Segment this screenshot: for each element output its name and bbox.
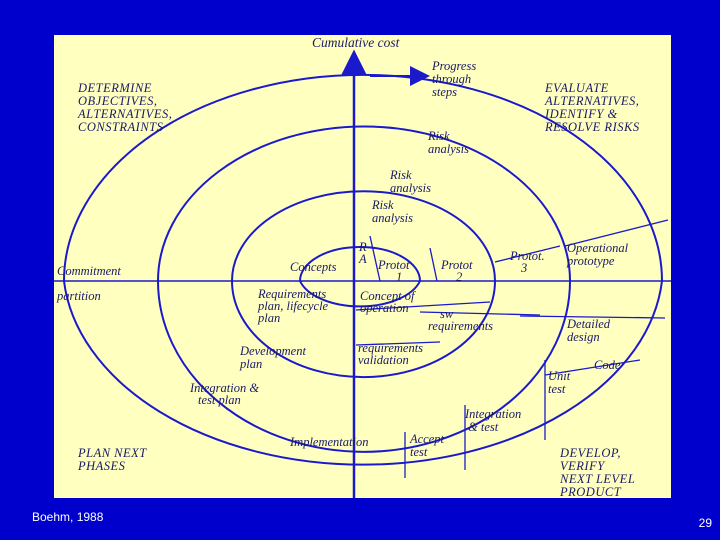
requirements-validation-label: requirements — [358, 341, 423, 355]
progress-label-line-1: Progress — [431, 59, 476, 73]
code-label: Code — [594, 358, 621, 372]
requirements-plan-label: plan — [257, 311, 280, 325]
prototype-3-label: 3 — [520, 261, 527, 275]
integration-test-label: & test — [468, 420, 499, 434]
commitment-label: Commitment — [57, 264, 121, 278]
sw-requirements-label: sw — [440, 307, 454, 321]
development-plan-label: Development — [239, 344, 306, 358]
acceptance-test-label: test — [410, 445, 428, 459]
progress-label-line-3: steps — [432, 85, 457, 99]
development-plan-label: plan — [239, 357, 262, 371]
spiral — [63, 73, 664, 466]
quadrant-top-right-line: EVALUATE — [544, 81, 609, 95]
quadrant-bottom-left: PLAN NEXT PHASES — [77, 446, 147, 473]
concept-of-operation-label: operation — [360, 301, 409, 315]
detailed-design-label: design — [567, 330, 600, 344]
source-citation: Boehm, 1988 — [32, 510, 104, 524]
quadrant-bottom-left-line: PHASES — [77, 459, 126, 473]
quadrant-bottom-right-line: PRODUCT — [559, 485, 622, 499]
quadrant-top-left-line: ALTERNATIVES, — [77, 107, 172, 121]
quadrant-top-right-line: IDENTIFY & — [544, 107, 618, 121]
divider-sw-requirements — [419, 311, 541, 316]
quadrant-bottom-left-line: PLAN NEXT — [77, 446, 147, 460]
integration-test-plan-label: Integration & — [189, 381, 259, 395]
quadrant-bottom-right-line: DEVELOP, — [559, 446, 621, 460]
unit-test-label: test — [548, 382, 566, 396]
quadrant-top-left-line: DETERMINE — [77, 81, 152, 95]
progress-label-line-2: through — [432, 72, 471, 86]
quadrant-bottom-right: DEVELOP, VERIFY NEXT LEVEL PRODUCT — [559, 446, 635, 499]
quadrant-top-left-line: CONSTRAINTS — [78, 120, 164, 134]
divider-operational — [564, 219, 669, 247]
spiral-loop-2 — [231, 190, 497, 379]
divider-requirements-validation — [355, 341, 441, 346]
implementation-label: Implementation — [289, 435, 368, 449]
prototype-2-label: Protot — [440, 258, 473, 272]
diagram-title: Cumulative cost — [312, 35, 401, 50]
risk-analysis-1: A — [358, 252, 367, 266]
quadrant-top-left: DETERMINE OBJECTIVES, ALTERNATIVES, CONS… — [77, 81, 172, 134]
divider-prototype-3 — [494, 245, 561, 263]
prototype-1-label: 1 — [396, 270, 402, 284]
risk-analysis-3: analysis — [390, 181, 431, 195]
divider-concept-operation — [355, 301, 491, 311]
detailed-design-label: Detailed — [566, 317, 611, 331]
spiral-loop-3 — [157, 125, 572, 453]
requirements-plan-label: plan, lifecycle — [257, 299, 329, 313]
sw-requirements-label: requirements — [428, 319, 493, 333]
requirements-plan-label: Requirements — [257, 287, 326, 301]
risk-analysis-4: analysis — [428, 142, 469, 156]
risk-analysis-2: analysis — [372, 211, 413, 225]
quadrant-top-left-line: OBJECTIVES, — [78, 94, 157, 108]
integration-test-label: Integration — [464, 407, 521, 421]
integration-test-plan-label: test plan — [198, 393, 241, 407]
prototype-3-label: Protot. — [509, 249, 545, 263]
risk-analysis-1: R — [358, 240, 367, 254]
prototype-2-label: 2 — [456, 270, 462, 284]
divider-prototype-1 — [369, 235, 381, 282]
quadrant-top-right-line: RESOLVE RISKS — [544, 120, 640, 134]
partition-label: partition — [56, 289, 101, 303]
quadrant-bottom-right-line: VERIFY — [560, 459, 606, 473]
risk-analysis-2: Risk — [371, 198, 394, 212]
quadrant-top-right-line: ALTERNATIVES, — [544, 94, 639, 108]
page-number: 29 — [698, 516, 712, 530]
risk-analysis-4: Risk — [427, 129, 450, 143]
spiral-loop-1 — [299, 246, 422, 308]
divider-prototype-2 — [429, 247, 438, 282]
divider-code — [544, 359, 641, 376]
operational-prototype-label: prototype — [566, 254, 615, 268]
prototype-1-label: Protot — [377, 258, 410, 272]
concepts-label: Concepts — [290, 260, 337, 274]
requirements-validation-label: validation — [358, 353, 409, 367]
concept-of-operation-label: Concept of — [360, 289, 416, 303]
operational-prototype-label: Operational — [567, 241, 629, 255]
spiral-loop-4 — [63, 73, 664, 466]
acceptance-test-label: Accept — [409, 432, 445, 446]
quadrant-bottom-right-line: NEXT LEVEL — [559, 472, 635, 486]
risk-analysis-3: Risk — [389, 168, 412, 182]
divider-detailed-design — [519, 315, 666, 319]
unit-test-label: Unit — [548, 369, 571, 383]
quadrant-top-right: EVALUATE ALTERNATIVES, IDENTIFY & RESOLV… — [544, 81, 640, 134]
